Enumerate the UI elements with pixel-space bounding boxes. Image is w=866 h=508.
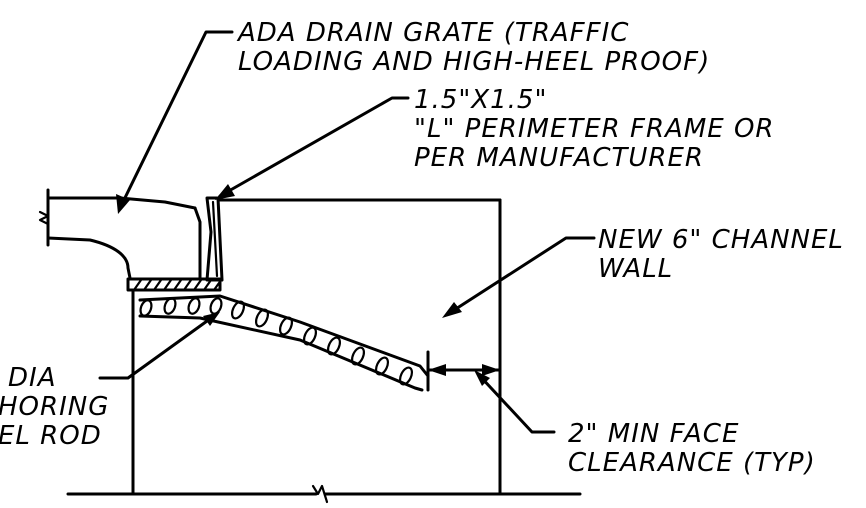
wall-label-line-1: NEW 6" CHANNEL (598, 225, 844, 255)
drain-grate (126, 277, 222, 292)
anchor-rod (138, 294, 430, 392)
clearance-label-line-2: CLEARANCE (TYP) (568, 448, 816, 478)
frame-label-line-3: PER MANUFACTURER (414, 143, 704, 173)
perimeter-frame (205, 196, 224, 282)
clearance-label-line-1: 2" MIN FACE (568, 419, 739, 449)
grate-label-line-2: LOADING AND HIGH-HEEL PROOF) (238, 47, 710, 77)
grate-label-line-1: ADA DRAIN GRATE (TRAFFIC (236, 18, 629, 48)
leader-clearance (474, 370, 556, 434)
rod-label-line-3: EL ROD (0, 421, 102, 451)
wall-label-line-2: WALL (598, 254, 673, 284)
leader-frame (215, 96, 410, 200)
existing-slab (38, 188, 202, 280)
frame-label-line-1: 1.5"X1.5" (414, 85, 547, 115)
rod-label-line-2: HORING (0, 392, 109, 422)
rod-label-line-1: DIA (8, 363, 56, 393)
ground-line (66, 484, 582, 504)
frame-label-line-2: "L" PERIMETER FRAME OR (414, 114, 774, 144)
leader-rod (98, 312, 220, 380)
leader-wall (442, 236, 596, 318)
clearance-dimension (426, 350, 502, 392)
channel-wall (131, 198, 502, 496)
leader-grate (116, 30, 234, 214)
